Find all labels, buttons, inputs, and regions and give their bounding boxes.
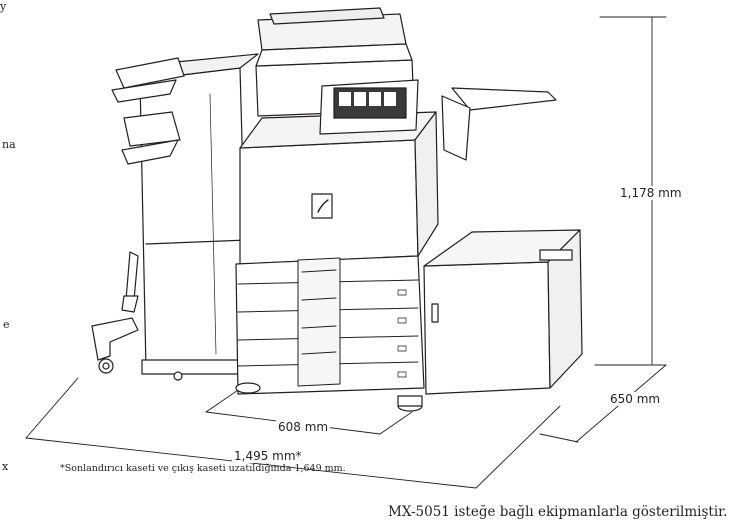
large-capacity-tray <box>423 229 583 395</box>
control-panel <box>319 79 419 135</box>
cut-text-x: x <box>2 460 9 473</box>
caption: MX-5051 isteğe bağlı ekipmanlarla göster… <box>388 504 728 520</box>
finisher-output-tray <box>111 57 185 165</box>
height-label: 1,178 mm <box>618 186 684 200</box>
drawers <box>237 257 419 387</box>
depth-label: 650 mm <box>608 392 663 406</box>
right-output-tray <box>441 87 557 161</box>
lct-tray-rail <box>539 249 573 261</box>
cut-text-top: y <box>0 0 7 13</box>
cut-text-na: na <box>2 138 16 151</box>
finisher-handle <box>121 251 139 313</box>
front-door-logo <box>311 193 333 219</box>
cabinet-width-label: 608 mm <box>276 420 331 434</box>
finisher-base-arm <box>91 317 183 381</box>
total-width-label: 1,495 mm* <box>232 449 304 463</box>
footnote: *Sonlandırıcı kaseti ve çıkış kaseti uza… <box>60 463 346 474</box>
total-width-dimension-line <box>25 377 561 489</box>
feet <box>235 382 423 412</box>
cut-text-e: e <box>3 318 10 331</box>
